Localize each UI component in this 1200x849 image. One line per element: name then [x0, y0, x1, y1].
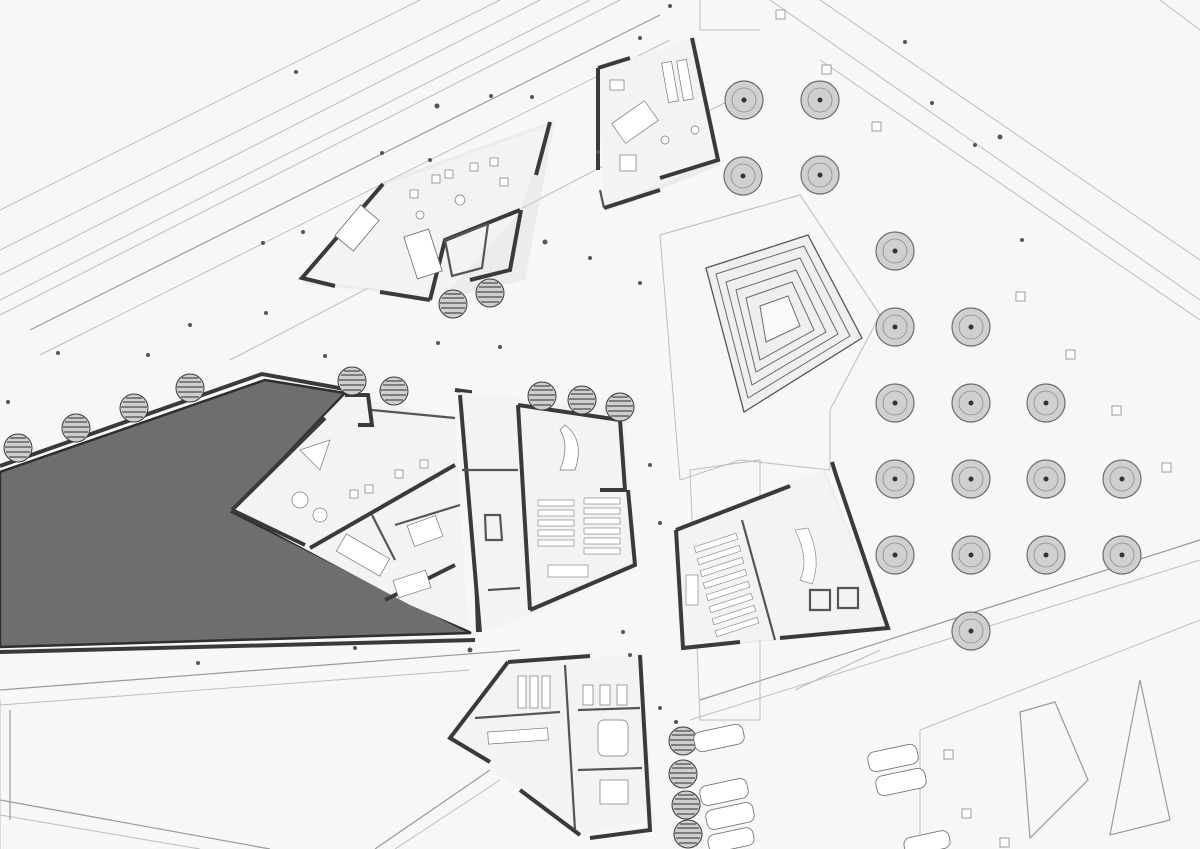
tree	[951, 611, 991, 651]
tree	[1026, 459, 1066, 499]
tree	[951, 383, 991, 423]
tree	[567, 385, 597, 415]
tree	[875, 231, 915, 271]
tree	[1102, 459, 1142, 499]
lecture-seating	[537, 497, 621, 578]
car	[867, 743, 919, 773]
tree	[527, 381, 557, 411]
car	[705, 802, 755, 830]
car	[699, 778, 749, 806]
street-trees	[3, 278, 703, 849]
tree	[875, 459, 915, 499]
tree	[61, 413, 91, 443]
tree	[379, 376, 409, 406]
pool-south-edge	[0, 638, 476, 654]
parking-island	[1019, 701, 1089, 840]
tree	[119, 393, 149, 423]
tree	[951, 459, 991, 499]
tree	[800, 155, 840, 195]
tree-grid	[723, 80, 1142, 651]
central-lecture-hall	[458, 392, 638, 633]
west-complex	[230, 388, 480, 633]
tree	[1026, 383, 1066, 423]
tree	[875, 535, 915, 575]
south-office-block	[447, 654, 655, 840]
tree	[605, 392, 635, 422]
tree	[951, 535, 991, 575]
stepped-pyramid-plaza	[705, 234, 863, 414]
north-square-pavilion	[596, 37, 721, 212]
tree	[3, 433, 33, 463]
tree	[875, 383, 915, 423]
auditorium-seating	[685, 527, 817, 638]
parking-area	[693, 679, 1171, 849]
tree	[673, 819, 703, 849]
tree	[671, 790, 701, 820]
tree	[337, 366, 367, 396]
tree	[668, 726, 698, 756]
east-auditorium	[674, 461, 891, 651]
people-figures	[6, 4, 1024, 724]
tree	[175, 373, 205, 403]
car	[875, 767, 927, 797]
north-wedge-pavilion	[298, 120, 555, 302]
bollards	[775, 9, 1172, 848]
east-road-lines	[689, 0, 1200, 849]
car	[903, 830, 951, 849]
tree	[723, 156, 763, 196]
tree	[438, 289, 468, 319]
railway-lines	[0, 0, 731, 361]
tree	[1102, 535, 1142, 575]
tree	[1026, 535, 1066, 575]
parking-island	[1109, 679, 1171, 836]
south-roads	[0, 649, 521, 849]
car	[693, 723, 745, 753]
tree	[475, 278, 505, 308]
tree	[951, 307, 991, 347]
tree	[800, 80, 840, 120]
tree	[668, 759, 698, 789]
tree	[875, 307, 915, 347]
tree	[724, 80, 764, 120]
